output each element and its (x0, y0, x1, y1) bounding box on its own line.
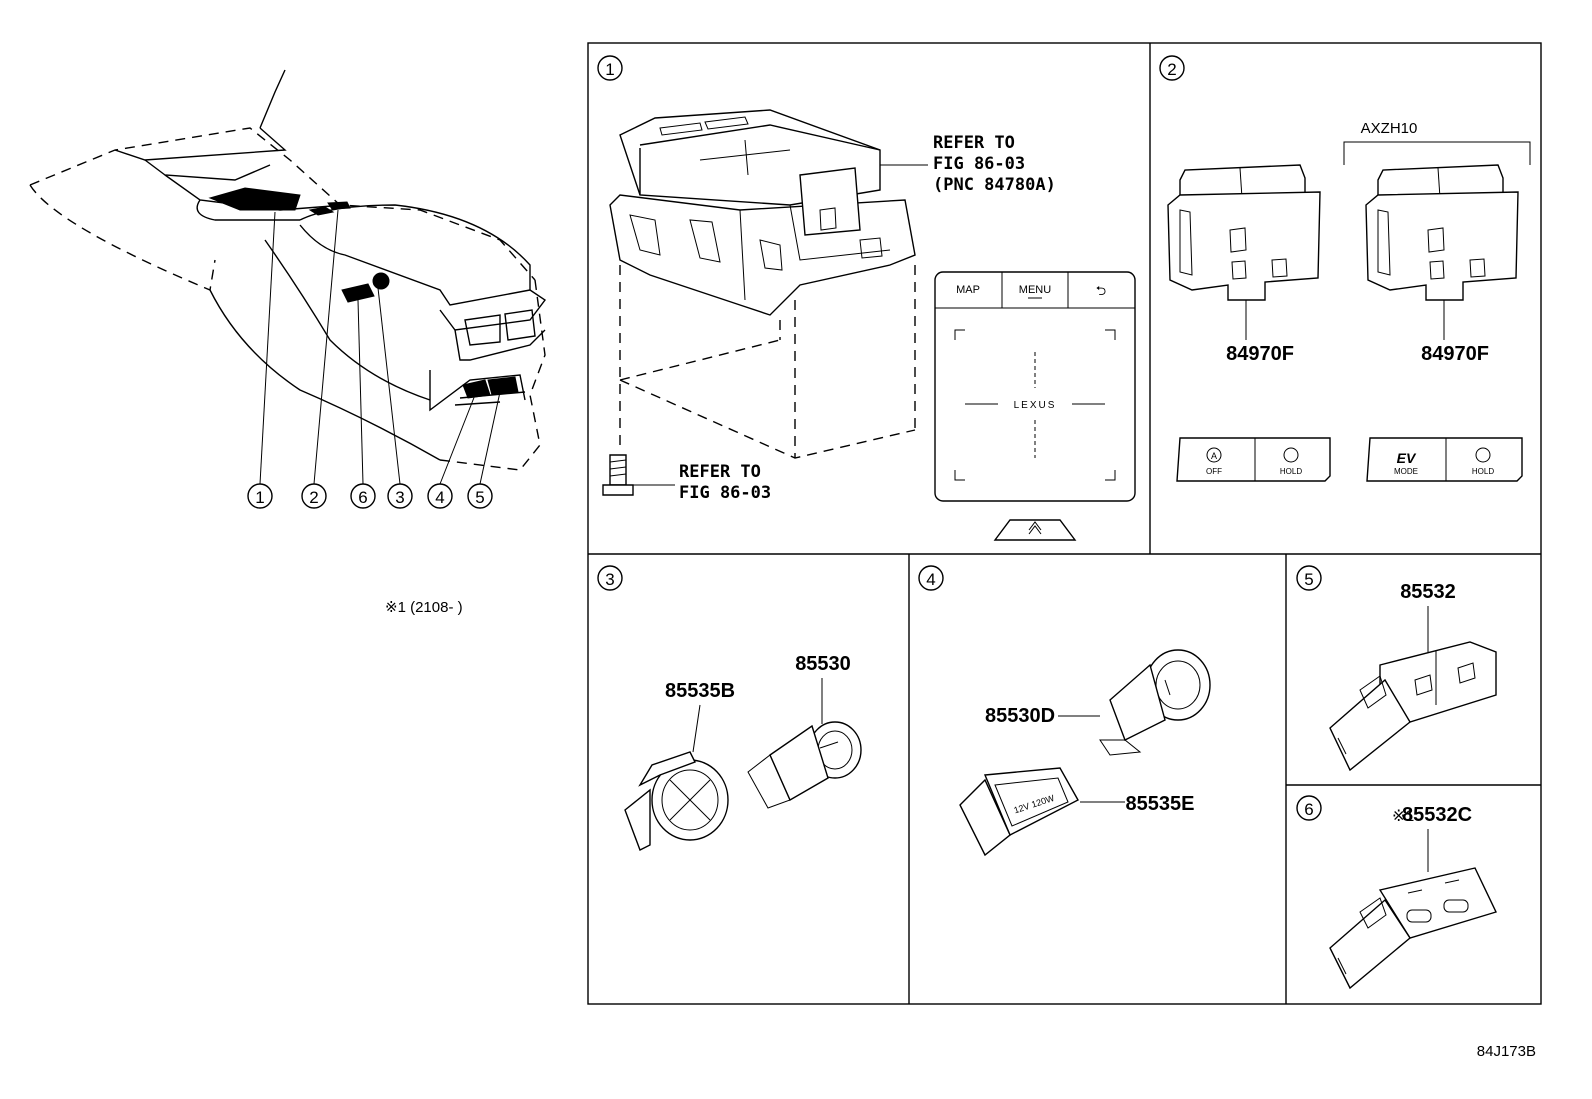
ev-label: EV (1397, 450, 1417, 466)
remote-touch-controller (602, 109, 928, 496)
svg-text:2: 2 (309, 488, 318, 507)
console-overview: 1 2 6 3 4 5 (29, 69, 547, 509)
callout-6[interactable]: 6 (350, 483, 376, 509)
svg-text:1: 1 (255, 488, 264, 507)
callout-3[interactable]: 3 (387, 483, 413, 509)
panel-5: 5 85532 (1296, 565, 1497, 772)
part-84970F-left: 84970F (1226, 343, 1294, 365)
menu-button[interactable]: MENU (1019, 284, 1051, 296)
panel-1-number: 1 (605, 60, 614, 79)
map-button[interactable]: MAP (956, 284, 980, 296)
panel-5-number: 5 (1304, 570, 1313, 589)
part-85535E: 85535E (1126, 793, 1195, 815)
svg-text:4: 4 (435, 488, 444, 507)
part-84970F-right: 84970F (1421, 343, 1489, 365)
callout-1[interactable]: 1 (247, 483, 273, 509)
panel-2-number: 2 (1167, 60, 1176, 79)
refer-main-line2: FIG 86-03 (933, 154, 1025, 174)
refer-bolt-line2: FIG 86-03 (679, 483, 771, 503)
usb-port-85532 (1329, 641, 1497, 772)
part-85530D: 85530D (985, 705, 1055, 727)
part-85530: 85530 (795, 653, 851, 675)
mode-label: MODE (1394, 467, 1418, 476)
svg-text:A: A (1211, 451, 1217, 461)
refer-bolt-line1: REFER TO (679, 462, 761, 482)
panel-4: 4 85530D 12V 120W 85535E (918, 565, 1211, 857)
socket-ring-85535B (624, 751, 729, 851)
refer-main-line1: REFER TO (933, 133, 1015, 153)
svg-text:3: 3 (395, 488, 404, 507)
panel-4-number: 4 (926, 570, 935, 589)
socket-cover-85535E: 12V 120W (959, 767, 1079, 857)
touchpad-top-view: MAP MENU ⮌ LEXUS (934, 271, 1136, 541)
hold-label-left: HOLD (1280, 467, 1302, 476)
power-socket-85530 (747, 721, 862, 809)
refer-main-line3: (PNC 84780A) (933, 175, 1056, 195)
variant-label: AXZH10 (1361, 120, 1418, 137)
power-socket-85530D (1099, 649, 1211, 756)
panel-1: 1 (597, 55, 1136, 541)
panel-2: 2 AXZH10 84970F 84970F (1159, 55, 1531, 482)
ev-switch-left (1167, 164, 1321, 301)
svg-text:6: 6 (358, 488, 367, 507)
panel-6-number: 6 (1304, 800, 1313, 819)
panel-3-number: 3 (605, 570, 614, 589)
part-85532: 85532 (1400, 581, 1456, 603)
part-85535B: 85535B (665, 680, 735, 702)
hold-label-right: HOLD (1472, 467, 1494, 476)
part-85532C: 85532C (1402, 804, 1472, 826)
panel-3: 3 85530 85535B (597, 565, 862, 851)
ev-switch-right (1365, 164, 1519, 301)
off-label: OFF (1206, 467, 1222, 476)
lexus-logo: LEXUS (1014, 400, 1057, 411)
callout-4[interactable]: 4 (427, 483, 453, 509)
button-face-right: EV MODE HOLD (1366, 437, 1523, 482)
callout-5[interactable]: 5 (467, 483, 493, 509)
diagram-id: 84J173B (1477, 1043, 1536, 1060)
callout-2[interactable]: 2 (301, 483, 327, 509)
button-face-left: A OFF HOLD (1176, 437, 1331, 482)
applicability-note: ※1 (2108- ) (385, 599, 463, 616)
panel-frame (587, 42, 1542, 1005)
svg-text:5: 5 (475, 488, 484, 507)
back-button[interactable]: ⮌ (1096, 283, 1106, 298)
usb-port-85532C (1329, 867, 1497, 990)
note-mark: ※1 (1392, 808, 1414, 825)
panel-6: 6 ※1 85532C (1296, 795, 1497, 990)
